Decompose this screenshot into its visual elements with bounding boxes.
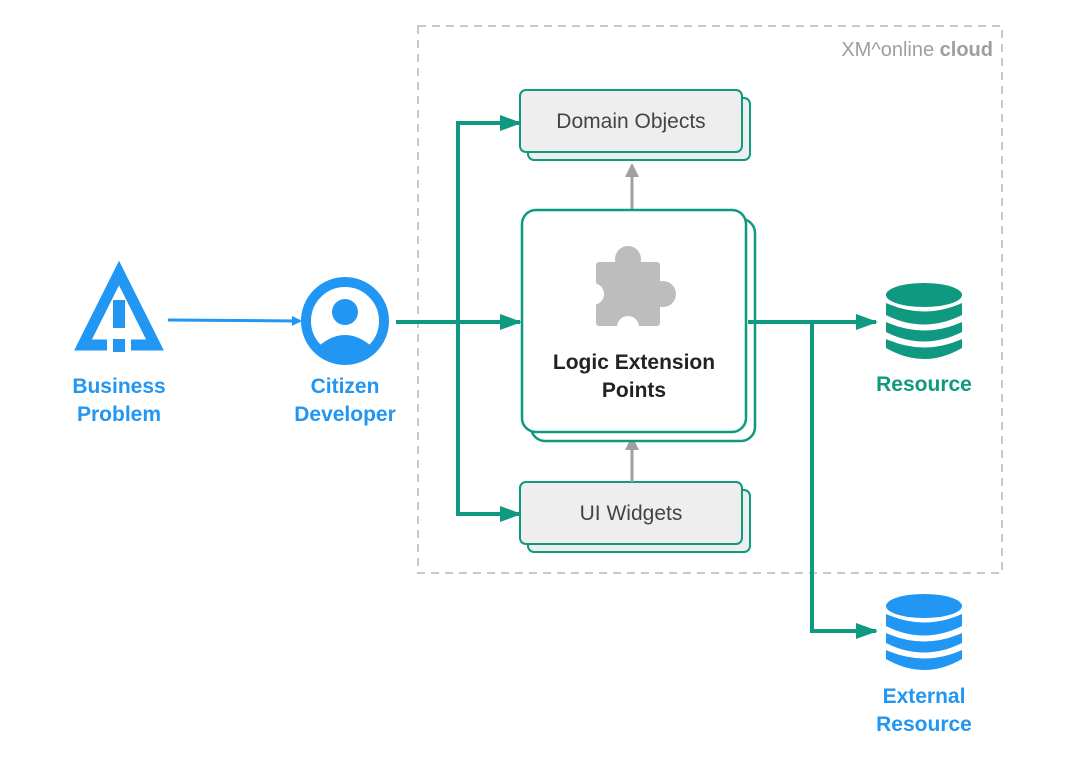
cloud-label-prefix: XM^online — [841, 39, 935, 61]
developer-connectors — [396, 115, 522, 522]
cloud-label: XM^online cloud — [841, 39, 993, 62]
external-resource-line2: Resource — [876, 713, 972, 736]
arrow-problem-to-developer — [167, 315, 302, 326]
external-resource-label: External Resource — [854, 683, 994, 739]
warning-triangle-icon — [74, 260, 164, 356]
user-circle-icon — [301, 277, 389, 365]
cloud-boundary — [417, 25, 1003, 574]
domain-objects-label: Domain Objects — [556, 110, 706, 133]
logic-extension-line2: Points — [601, 379, 667, 402]
citizen-developer-line2: Developer — [294, 403, 396, 426]
ui-widgets-label: UI Widgets — [579, 502, 683, 525]
citizen-developer-line1: Citizen — [310, 375, 380, 398]
puzzle-icon — [582, 246, 676, 338]
business-problem-line1: Business — [72, 375, 166, 398]
resource-connectors — [748, 314, 878, 639]
logic-extension-line1: Logic Extension — [552, 351, 716, 374]
business-problem-line2: Problem — [76, 403, 162, 426]
cloud-label-bold: cloud — [939, 39, 993, 61]
ui-widgets-box — [519, 481, 751, 553]
logic-extension-label: Logic Extension Points — [522, 349, 746, 405]
resource-label: Resource — [876, 373, 972, 396]
business-problem-label: Business Problem — [49, 373, 189, 429]
external-resource-line1: External — [882, 685, 966, 708]
domain-objects-box — [519, 89, 751, 161]
external-database-icon — [886, 594, 962, 670]
citizen-developer-label: Citizen Developer — [270, 373, 420, 429]
database-icon — [886, 283, 962, 359]
